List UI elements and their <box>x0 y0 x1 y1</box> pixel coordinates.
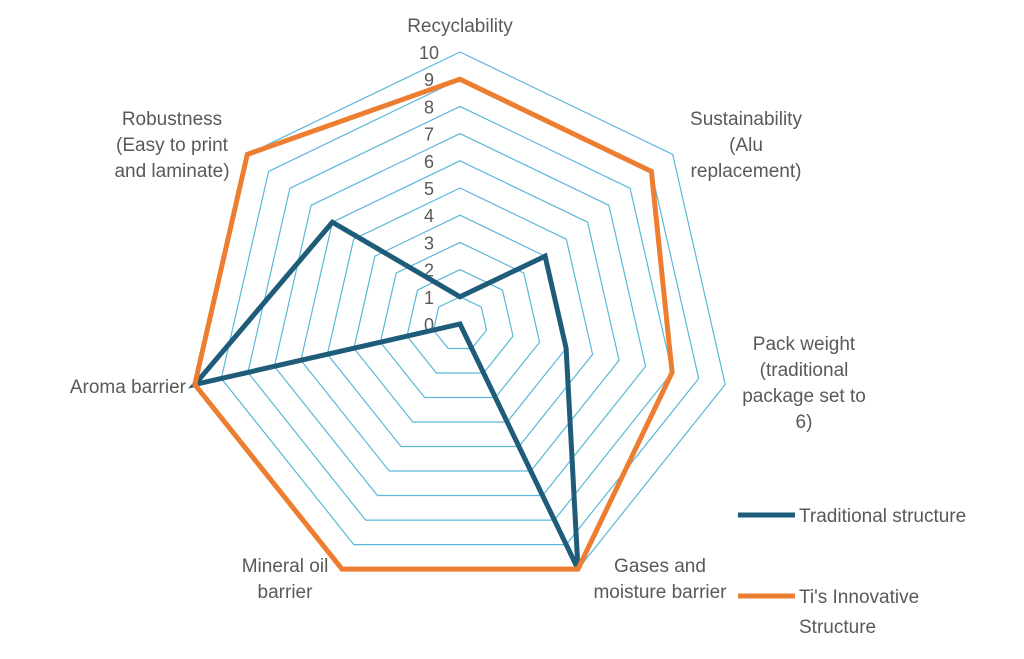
legend-label-line: Structure <box>799 617 876 638</box>
tick-label: 9 <box>424 70 434 90</box>
tick-label: 10 <box>419 43 439 63</box>
grid-ring <box>406 268 514 374</box>
axis-label-line: and laminate) <box>114 161 229 182</box>
axis-label-line: (traditional <box>760 360 849 381</box>
axis-label-line: barrier <box>258 582 314 603</box>
legend-label-line: Traditional structure <box>799 506 966 527</box>
axis-label-line: Gases and <box>614 556 706 577</box>
grid-ring <box>300 160 620 472</box>
grid-ring <box>247 105 673 521</box>
axis-label: Robustness (Easy to print and laminate) <box>114 109 229 182</box>
radar-grid <box>194 51 726 570</box>
axis-label: Gases and moisture barrier <box>593 556 727 603</box>
tick-label: 4 <box>424 206 434 226</box>
grid-ring <box>194 51 726 570</box>
series-line-2 <box>192 76 675 572</box>
series-line-1 <box>188 218 581 571</box>
radial-tick-labels: 0 1 2 3 4 5 6 7 8 9 10 <box>419 43 439 335</box>
grid-ring <box>273 132 647 497</box>
axis-label-line: Pack weight <box>753 334 856 355</box>
axis-label-line: 6) <box>796 412 813 433</box>
axis-label-line: Robustness <box>122 109 222 130</box>
grid-ring <box>326 187 594 448</box>
axis-label-line: replacement) <box>691 161 802 182</box>
axis-label-line: package set to <box>742 386 866 407</box>
tick-label: 8 <box>424 97 434 117</box>
axis-label: Pack weight (traditional package set to 6) <box>742 334 866 433</box>
axis-label-line: Mineral oil <box>242 556 329 577</box>
grid-ring <box>379 241 541 399</box>
axis-label-line: Sustainability <box>690 109 802 130</box>
legend-label-1: Traditional structure <box>799 506 966 527</box>
axis-label-line: Recyclability <box>407 16 513 37</box>
grid-ring <box>220 78 700 546</box>
tick-label: 7 <box>424 125 434 145</box>
tick-label: 2 <box>424 261 434 281</box>
axis-label: Mineral oil barrier <box>242 556 329 603</box>
axis-label: Recyclability <box>407 16 513 37</box>
axis-label-line: (Easy to print <box>116 135 229 156</box>
axis-label: Sustainability (Alu replacement) <box>690 109 802 182</box>
radar-series <box>188 76 675 572</box>
tick-label: 5 <box>424 179 434 199</box>
tick-label: 1 <box>424 288 434 308</box>
axis-label: Aroma barrier <box>70 377 187 398</box>
grid-ring <box>432 296 488 350</box>
tick-label: 6 <box>424 152 434 172</box>
tick-label: 0 <box>424 315 434 335</box>
axis-label-line: moisture barrier <box>593 582 727 603</box>
tick-label: 3 <box>424 233 434 253</box>
axis-label-line: Aroma barrier <box>70 377 187 398</box>
axis-label-line: (Alu <box>729 135 763 156</box>
legend-label-line: Ti's Innovative <box>799 587 919 608</box>
